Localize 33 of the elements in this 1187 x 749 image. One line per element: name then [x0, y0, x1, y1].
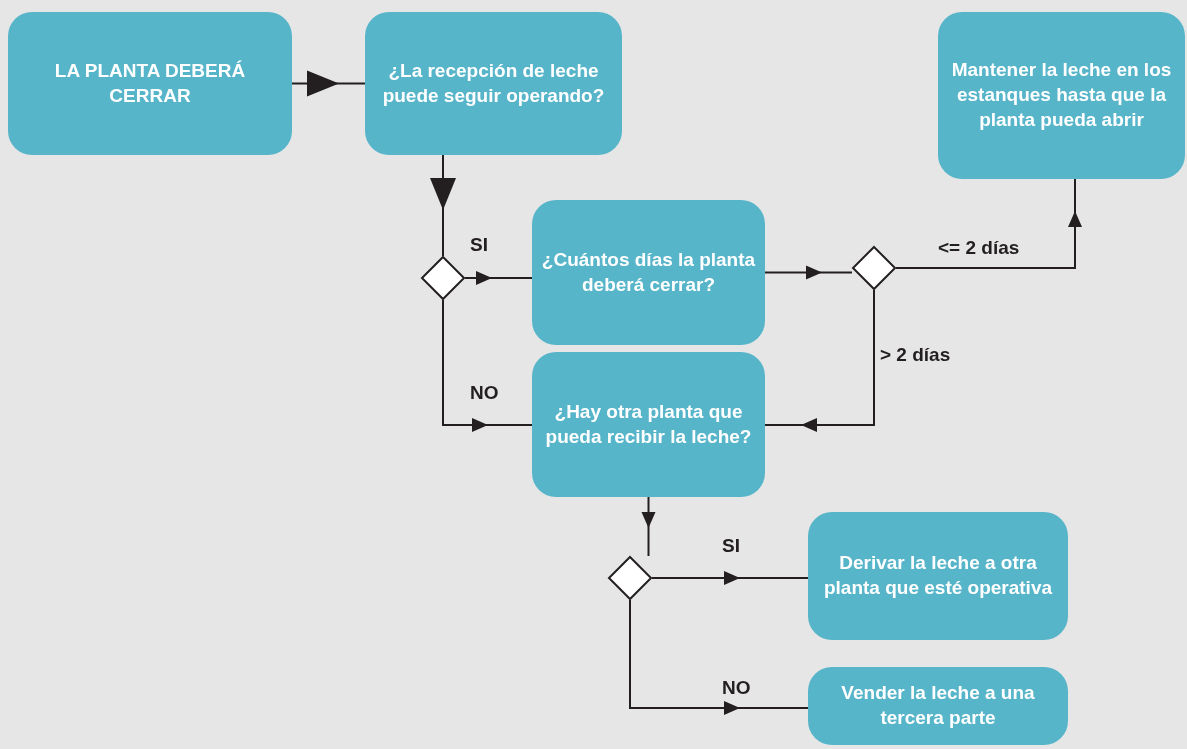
process-box — [938, 12, 1185, 179]
arrow — [442, 299, 533, 432]
node-text: Mantener la leche en los estanques hasta que la planta pueda abrir — [950, 58, 1173, 132]
process-box — [808, 667, 1068, 745]
node-text: Derivar la leche a otra planta que esté operativa — [822, 551, 1054, 600]
decision-diamond — [421, 256, 465, 300]
arrow — [430, 154, 456, 257]
edge-label: SI — [722, 535, 740, 557]
process-box — [808, 512, 1068, 640]
node-text: ¿La recepción de leche puede seguir operando? — [381, 58, 606, 108]
edge-label: NO — [470, 382, 499, 404]
arrow — [895, 178, 1082, 269]
arrow — [764, 289, 875, 432]
process-box — [532, 352, 765, 497]
arrow — [464, 271, 533, 285]
decision-diamond — [608, 556, 652, 600]
arrow — [291, 70, 366, 97]
arrow — [764, 265, 853, 280]
arrow — [651, 571, 809, 585]
decision-diamond — [852, 246, 896, 290]
arrow — [629, 599, 809, 715]
node-text: ¿Cuántos días la planta deberá cerrar? — [540, 247, 757, 297]
process-box — [532, 200, 765, 345]
process-box — [365, 12, 622, 155]
edge-label: > 2 días — [880, 344, 951, 366]
node-text: Vender la leche a una tercera parte — [840, 681, 1036, 730]
process-box — [8, 12, 292, 155]
node-text: LA PLANTA DEBERÁ CERRAR — [53, 58, 247, 108]
node-text: ¿Hay otra planta que pueda recibir la leche? — [544, 399, 753, 449]
arrow — [641, 496, 656, 557]
edge-label: NO — [722, 677, 751, 699]
edge-label: <= 2 días — [938, 237, 1020, 259]
edge-label: SI — [470, 234, 488, 256]
